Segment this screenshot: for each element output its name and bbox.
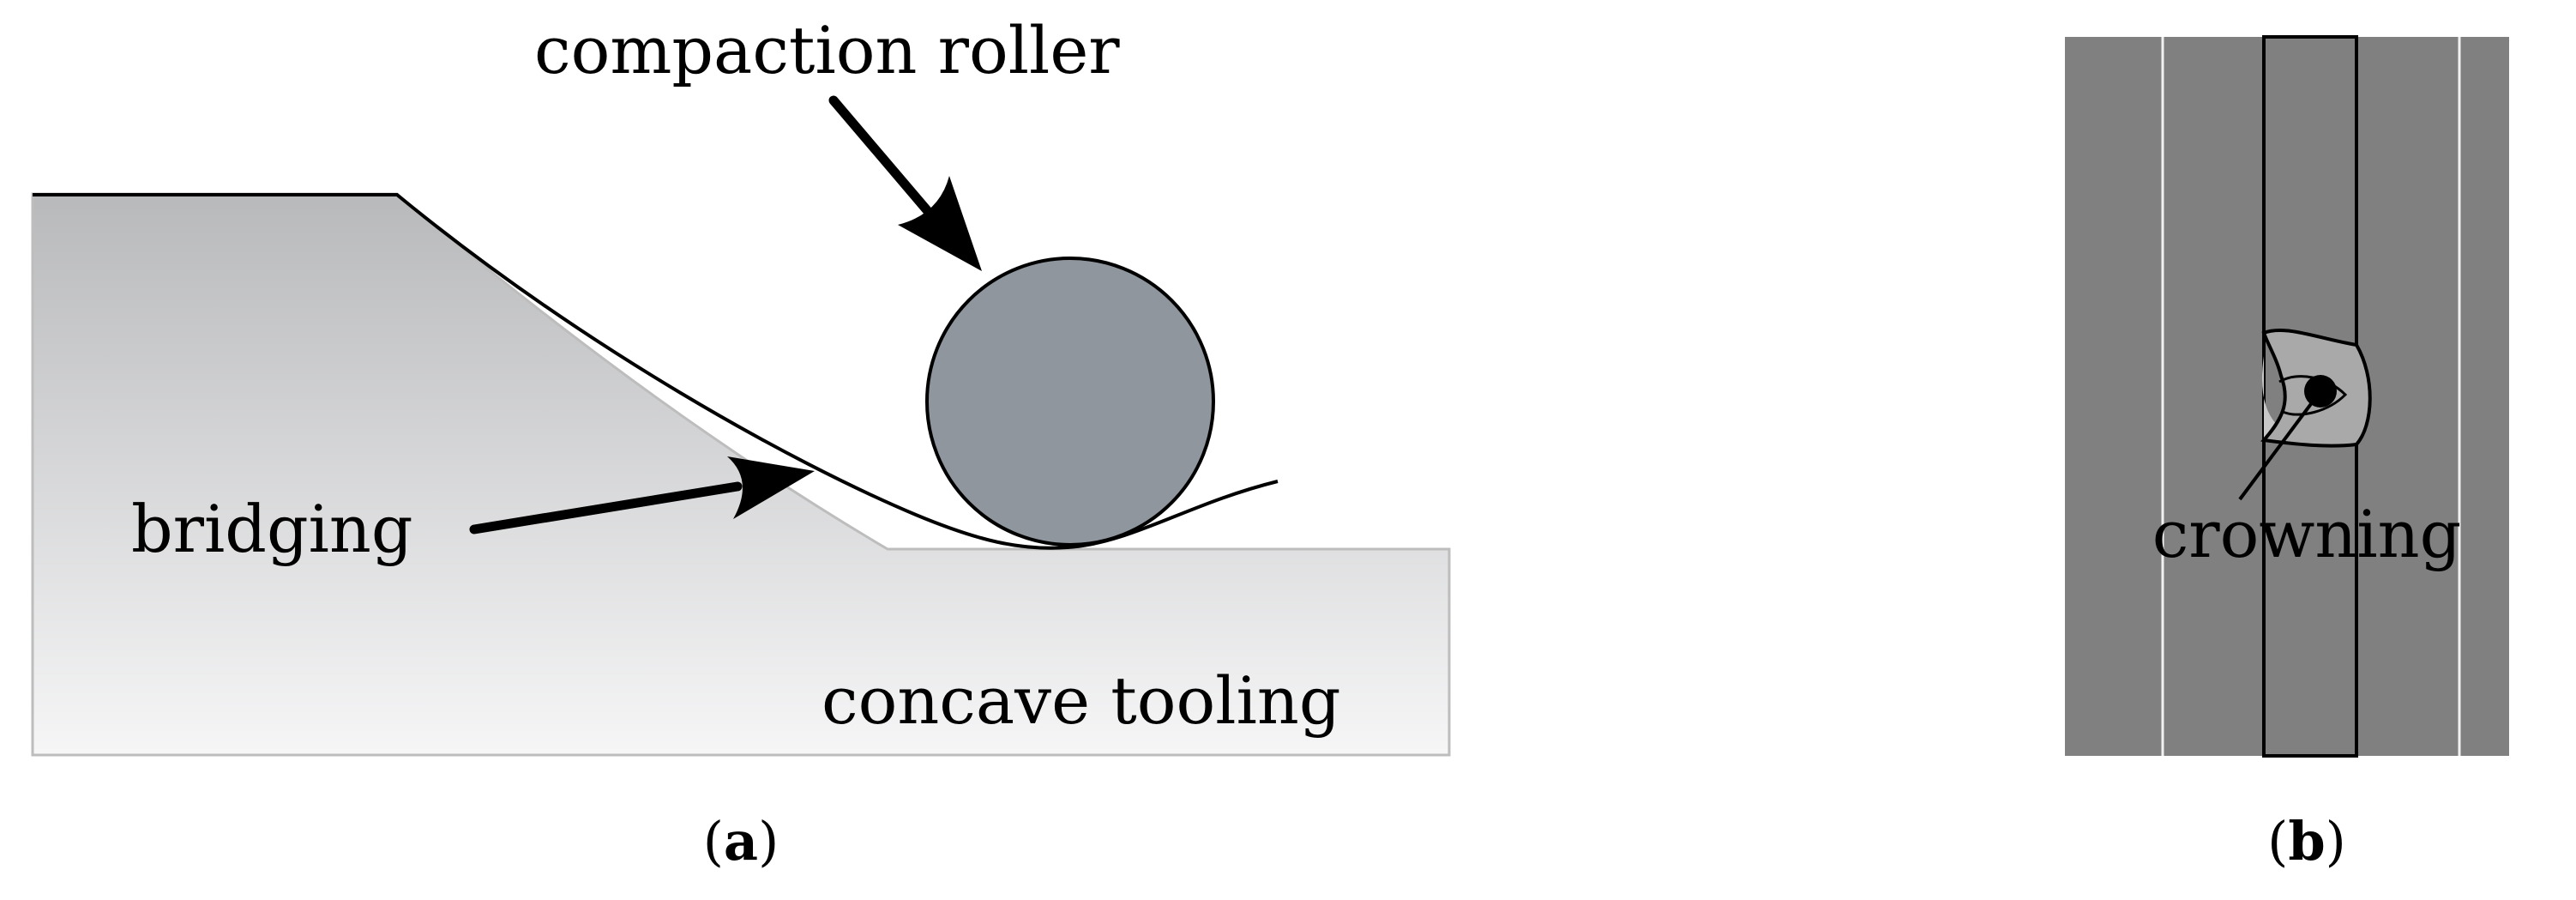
tow-separators bbox=[2161, 37, 2461, 756]
label-concave-tooling: concave tooling bbox=[822, 662, 1340, 739]
caption-b-letter: b bbox=[2288, 810, 2325, 873]
bridging-arrow bbox=[469, 456, 815, 535]
caption-b: (b) bbox=[2267, 810, 2346, 873]
crowning-leader-line bbox=[2238, 390, 2322, 501]
caption-a: (a) bbox=[703, 810, 779, 873]
label-compaction-roller: compaction roller bbox=[534, 12, 1120, 88]
label-crowning: crowning bbox=[2152, 496, 2462, 572]
panel-a: compaction roller bridging concave tooli… bbox=[31, 12, 1451, 873]
caption-b-open: ( bbox=[2267, 810, 2288, 873]
caption-a-open: ( bbox=[703, 810, 724, 873]
compaction-roller bbox=[925, 257, 1215, 547]
caption-a-letter: a bbox=[724, 810, 758, 873]
panel-b: crowning (b) bbox=[2065, 35, 2509, 873]
label-bridging: bridging bbox=[131, 491, 413, 567]
caption-a-close: ) bbox=[758, 810, 779, 873]
crowning-defect bbox=[2238, 329, 2372, 501]
caption-b-close: ) bbox=[2326, 810, 2346, 873]
laminate-tape bbox=[33, 193, 1279, 550]
roller-arrow bbox=[828, 95, 982, 271]
